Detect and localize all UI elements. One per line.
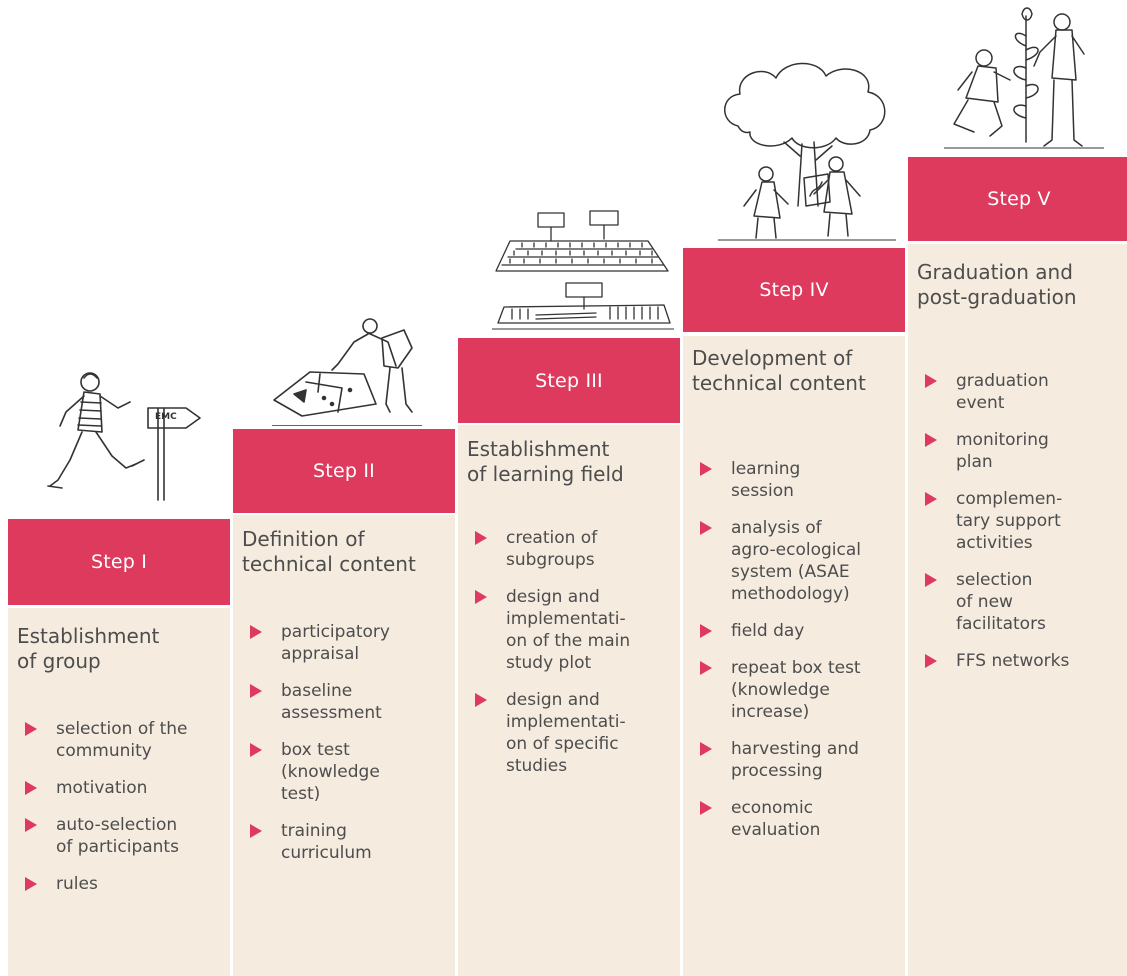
step-1-label: Step I [90, 551, 148, 573]
list-item: field day [683, 620, 905, 642]
step-3: Step III Establishment of learning field… [458, 338, 680, 976]
step-5-label: Step V [987, 188, 1051, 210]
group-under-tree-icon [718, 56, 896, 242]
step-2-header: Step II [233, 429, 455, 513]
person-examining-plot-icon [272, 308, 422, 426]
step-1-title: Establishment of group [17, 624, 160, 673]
bullet-icon [925, 654, 937, 668]
walking-person-with-sign-icon: EMC [40, 368, 210, 508]
step-2: Step II Definition of technical content … [233, 429, 455, 976]
step-3-title: Establishment of learning field [467, 437, 624, 486]
bullet-icon [250, 625, 262, 639]
list-item: FFS networks [908, 650, 1127, 672]
two-people-with-plant-icon [944, 6, 1104, 152]
bullet-icon [250, 743, 262, 757]
bullet-icon [925, 492, 937, 506]
field-plots-icon [492, 205, 674, 331]
step-3-header: Step III [458, 338, 680, 423]
bullet-icon [475, 531, 487, 545]
bullet-icon [25, 818, 37, 832]
step-4-title: Development of technical content [692, 346, 866, 395]
step-4-header: Step IV [683, 248, 905, 332]
step-2-panel: Definition of technical content particip… [233, 515, 455, 976]
step-5-title: Graduation and post-graduation [917, 260, 1077, 309]
bullet-icon [700, 801, 712, 815]
list-item: motivation [8, 777, 230, 799]
step-3-label: Step III [535, 369, 603, 392]
list-item: rules [8, 873, 230, 895]
step-5: Step V Graduation and post-graduation gr… [908, 157, 1127, 976]
bullet-icon [250, 824, 262, 838]
step-2-label: Step II [313, 460, 375, 482]
sign-text: EMC [155, 412, 177, 422]
bullet-icon [25, 722, 37, 736]
bullet-icon [700, 462, 712, 476]
step-4: Step IV Development of technical content… [683, 248, 905, 976]
bullet-icon [475, 693, 487, 707]
step-1: Step I Establishment of group selection … [8, 519, 230, 976]
step-2-title: Definition of technical content [242, 527, 416, 576]
bullet-icon [700, 661, 712, 675]
step-5-header: Step V [908, 157, 1127, 241]
bullet-icon [700, 521, 712, 535]
bullet-icon [925, 433, 937, 447]
step-4-panel: Development of technical content learnin… [683, 336, 905, 976]
bullet-icon [700, 624, 712, 638]
bullet-icon [700, 742, 712, 756]
bullet-icon [25, 781, 37, 795]
bullet-icon [475, 590, 487, 604]
bullet-icon [25, 877, 37, 891]
bullet-icon [925, 374, 937, 388]
step-3-panel: Establishment of learning field creation… [458, 425, 680, 976]
bullet-icon [925, 573, 937, 587]
bullet-icon [250, 684, 262, 698]
step-4-label: Step IV [759, 279, 829, 301]
step-1-header: Step I [8, 519, 230, 605]
step-5-panel: Graduation and post-graduation graduatio… [908, 244, 1127, 976]
